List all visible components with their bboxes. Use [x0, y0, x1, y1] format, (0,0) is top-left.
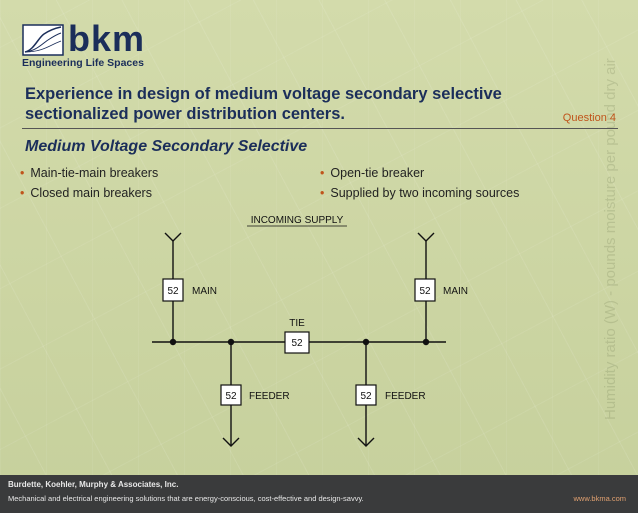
- incoming-arrow-right: [417, 232, 435, 242]
- logo-wordmark: bkm: [68, 18, 146, 59]
- breaker-code: 52: [225, 391, 237, 402]
- bullet-list-left: Main-tie-main breakers Closed main break…: [20, 163, 158, 203]
- main-label-right: MAIN: [443, 286, 468, 297]
- logo-graph-icon: [22, 24, 64, 56]
- feeder-breaker-right: 52: [355, 384, 377, 406]
- footer-description: Mechanical and electrical engineering so…: [8, 494, 364, 503]
- one-line-diagram: INCOMING SUPPLY 52 MAIN 52 MAIN TIE 52 5…: [152, 215, 468, 447]
- logo-tagline: Engineering Life Spaces: [22, 57, 144, 69]
- feeder-label-left: FEEDER: [249, 391, 290, 402]
- bullet-item: Closed main breakers: [20, 183, 158, 203]
- tie-label: TIE: [289, 318, 305, 329]
- feeder-arrow-left: [222, 437, 240, 447]
- bullet-item: Open-tie breaker: [320, 163, 519, 183]
- feeder-breaker-left: 52: [220, 384, 242, 406]
- footer-website-link[interactable]: www.bkma.com: [573, 494, 626, 503]
- feeder-arrow-right: [357, 437, 375, 447]
- bullet-list-right: Open-tie breaker Supplied by two incomin…: [320, 163, 519, 203]
- junction-dot: [362, 338, 370, 346]
- junction-dot: [169, 338, 177, 346]
- headline-line-1: Experience in design of medium voltage s…: [25, 85, 502, 103]
- breaker-code: 52: [291, 338, 303, 349]
- section-title: Medium Voltage Secondary Selective: [25, 138, 308, 155]
- headline-line-2: sectionalized power distribution centers…: [25, 105, 345, 123]
- company-logo: bkm Engineering Life Spaces: [22, 18, 152, 70]
- bullet-item: Supplied by two incoming sources: [320, 183, 519, 203]
- incoming-supply-label: INCOMING SUPPLY: [251, 215, 344, 226]
- title-divider: [22, 128, 618, 129]
- breaker-code: 52: [419, 286, 431, 297]
- question-label: Question 4: [562, 112, 616, 124]
- main-breaker-left: 52: [162, 278, 184, 302]
- feeder-label-right: FEEDER: [385, 391, 426, 402]
- tie-breaker: 52: [284, 331, 310, 354]
- junction-dot: [227, 338, 235, 346]
- slide-headline: Experience in design of medium voltage s…: [25, 84, 545, 124]
- main-breaker-right: 52: [414, 278, 436, 302]
- incoming-arrow-left: [164, 232, 182, 242]
- breaker-code: 52: [167, 286, 179, 297]
- breaker-code: 52: [360, 391, 372, 402]
- junction-dot: [422, 338, 430, 346]
- footer-company-name: Burdette, Koehler, Murphy & Associates, …: [8, 480, 179, 489]
- bullet-item: Main-tie-main breakers: [20, 163, 158, 183]
- footer-bar: Burdette, Koehler, Murphy & Associates, …: [0, 475, 638, 513]
- main-label-left: MAIN: [192, 286, 217, 297]
